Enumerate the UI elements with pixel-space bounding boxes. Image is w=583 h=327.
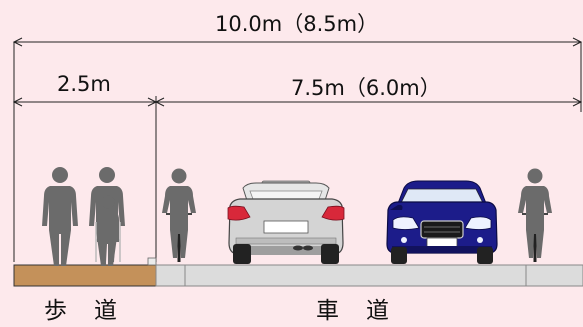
pedestrian-icon <box>42 167 78 266</box>
cyclist-icon <box>162 168 196 262</box>
roadway-area-label: 車 道 <box>316 298 391 324</box>
sidewalk-surface <box>13 264 157 287</box>
roadway-width-label: 7.5m（6.0m） <box>291 76 441 100</box>
car-rear-icon <box>227 180 345 264</box>
cyclist-icon <box>518 168 552 262</box>
dimension-lines <box>12 37 583 262</box>
curb <box>147 257 157 266</box>
wheelchair-user-icon <box>95 195 121 262</box>
sidewalk-width-label: 2.5m <box>57 72 111 96</box>
total-width-label: 10.0m（8.5m） <box>215 12 379 36</box>
road-surface <box>155 264 583 287</box>
car-front-icon <box>386 180 498 264</box>
sidewalk-area-label: 歩 道 <box>44 298 119 324</box>
